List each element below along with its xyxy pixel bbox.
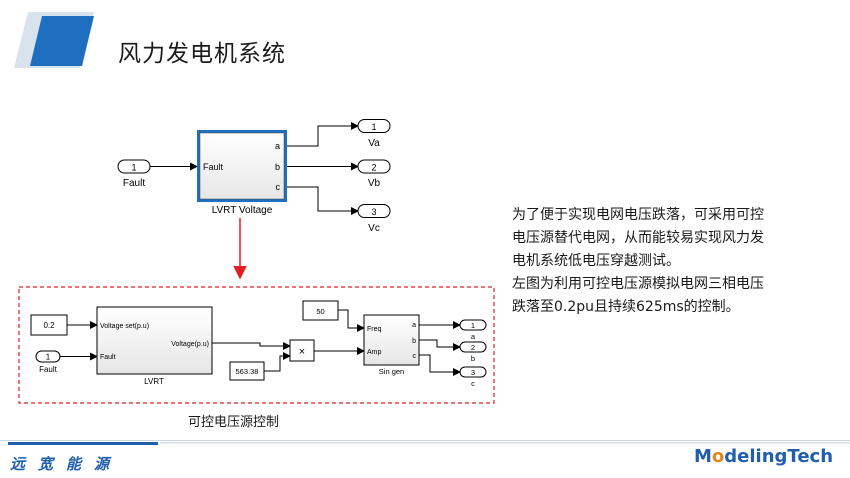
lvrt-in2-label: Fault	[100, 354, 116, 361]
top-out-port-3[interactable]: 3 Vc	[357, 204, 391, 235]
bottom-out-port-2-label: b	[471, 354, 475, 363]
bottom-out-port-3-label: c	[471, 379, 475, 388]
const-50-block[interactable]: 50	[302, 300, 339, 321]
brand-right-pre: M	[694, 446, 712, 467]
top-in-port-num: 1	[131, 163, 136, 173]
bottom-fault-port-label: Fault	[39, 365, 58, 374]
brand-right-o: o	[711, 446, 725, 467]
top-out-port-2-num: 2	[371, 163, 376, 173]
lvrt-in1-label: Voltage set(p.u)	[100, 323, 149, 330]
singen-in2-label: Amp	[367, 349, 382, 356]
singen-out-b: b	[412, 338, 416, 345]
const-0-2-block[interactable]: 0.2	[30, 314, 68, 336]
top-out-port-3-num: 3	[371, 207, 376, 217]
bottom-fault-port[interactable]: 1 Fault	[35, 350, 61, 374]
top-out-port-1[interactable]: 1 Va	[357, 119, 391, 150]
bottom-out-port-1-label: a	[471, 332, 476, 341]
lvrt-name: LVRT	[144, 377, 164, 386]
lvrt-block[interactable]: Voltage set(p.u) Fault Voltage(p.u) LVRT	[96, 306, 213, 386]
page-title: 风力发电机系统	[118, 41, 286, 67]
description-line: 左图为利用可控电压源模拟电网三相电压	[512, 276, 764, 292]
product-symbol: ×	[299, 346, 305, 358]
top-out-port-1-num: 1	[371, 122, 376, 132]
singen-out-a: a	[412, 322, 416, 329]
lvrt-voltage-out-c: c	[276, 182, 281, 192]
lvrt-voltage-in-label: Fault	[203, 162, 224, 172]
top-in-port-label: Fault	[123, 178, 145, 189]
const-563-value: 563.38	[236, 367, 259, 376]
const-563-block[interactable]: 563.38	[229, 361, 265, 381]
singen-block[interactable]: Freq Amp a b c Sin gen	[363, 314, 420, 376]
singen-name: Sin gen	[379, 367, 404, 376]
description-line: 电压源替代电网，从而能较易实现风力发	[512, 230, 764, 246]
singen-out-c: c	[413, 353, 417, 360]
bottom-out-port-2-num: 2	[471, 343, 475, 352]
description-line: 电机系统低电压穿越测试。	[512, 253, 680, 269]
brand-right-logo: ModelingTech	[694, 446, 833, 467]
bottom-out-port-3[interactable]: 3 c	[459, 366, 487, 388]
description-line: 为了便于实现电网电压跌落，可采用可控	[512, 207, 764, 223]
lvrt-voltage-out-a: a	[275, 141, 280, 151]
top-out-port-3-label: Vc	[368, 223, 380, 234]
brand-left-logo: 远宽能源	[10, 455, 123, 473]
top-out-port-2-label: Vb	[368, 178, 381, 189]
bottom-out-port-2[interactable]: 2 b	[459, 341, 487, 363]
singen-in1-label: Freq	[367, 326, 382, 333]
lvrt-voltage-name: LVRT Voltage	[212, 205, 273, 216]
bottom-fault-port-num: 1	[46, 353, 51, 362]
bottom-out-port-1[interactable]: 1 a	[459, 319, 487, 341]
description-text: 为了便于实现电网电压跌落，可采用可控 电压源替代电网，从而能较易实现风力发 电机…	[512, 204, 812, 319]
bottom-out-port-3-num: 3	[471, 368, 475, 377]
footer-bar	[0, 440, 850, 445]
subsystem-frame	[18, 286, 495, 404]
diagram-caption: 可控电压源控制	[188, 415, 280, 430]
const-50-value: 50	[316, 307, 324, 316]
brand-right-post: delingTech	[724, 446, 834, 467]
lvrt-out-label: Voltage(p.u)	[171, 341, 209, 348]
top-in-port[interactable]: 1 Fault	[117, 159, 151, 189]
product-block[interactable]: ×	[289, 339, 315, 362]
lvrt-voltage-out-b: b	[275, 162, 280, 172]
const-0-2-value: 0.2	[43, 321, 55, 330]
top-out-port-1-label: Va	[368, 138, 380, 149]
title-logo-shape	[14, 12, 94, 68]
lvrt-voltage-block[interactable]: Fault a b c LVRT Voltage	[197, 130, 287, 216]
bottom-out-port-1-num: 1	[471, 321, 475, 330]
top-out-port-2[interactable]: 2 Vb	[357, 159, 391, 189]
description-line: 跌落至0.2pu且持续625ms的控制。	[512, 299, 740, 315]
